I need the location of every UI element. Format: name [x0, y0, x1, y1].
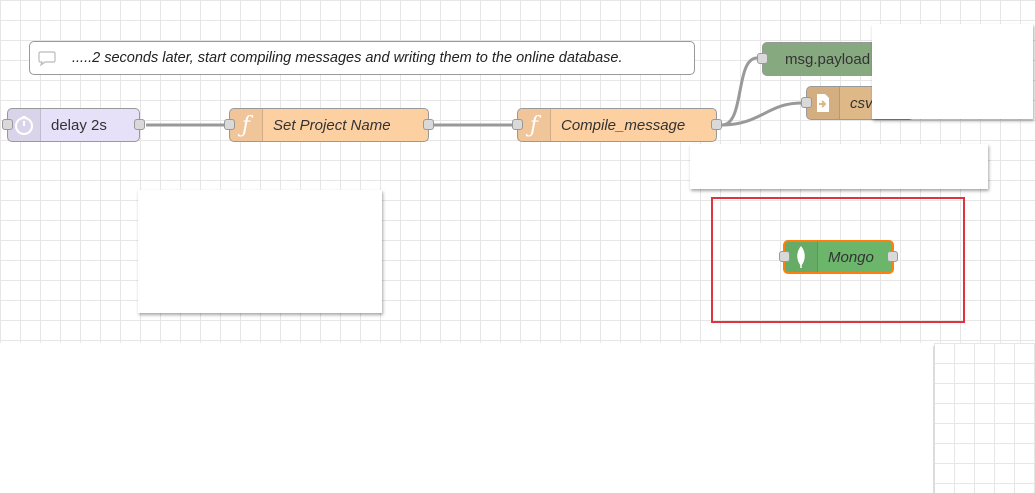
- input-port[interactable]: [757, 53, 768, 64]
- node-label: csv: [850, 94, 873, 112]
- node-label: msg.payload: [785, 50, 871, 68]
- comment-node[interactable]: .....2 seconds later, start compiling me…: [29, 41, 695, 75]
- input-port[interactable]: [512, 119, 523, 130]
- output-port[interactable]: [711, 119, 722, 130]
- compile-message-node[interactable]: ƒ Compile_message: [512, 108, 722, 142]
- function-icon: ƒ: [518, 109, 551, 141]
- wire-compile-to-csv: [721, 101, 802, 127]
- blank-area: [0, 343, 934, 493]
- mongo-node[interactable]: Mongo: [779, 240, 898, 274]
- node-label: Mongo: [828, 248, 874, 266]
- mongodb-leaf-icon: [785, 242, 818, 272]
- divider: [933, 346, 935, 493]
- node-label: Set Project Name: [273, 116, 391, 134]
- node-label: Compile_message: [561, 116, 686, 134]
- output-port[interactable]: [423, 119, 434, 130]
- timer-icon: [8, 109, 41, 141]
- input-port[interactable]: [779, 251, 790, 262]
- input-port[interactable]: [801, 97, 812, 108]
- input-port[interactable]: [2, 119, 13, 130]
- comment-icon: [30, 50, 64, 66]
- set-project-name-node[interactable]: ƒ Set Project Name: [224, 108, 434, 142]
- comment-text: .....2 seconds later, start compiling me…: [72, 50, 623, 66]
- file-icon: [807, 87, 840, 119]
- function-icon: ƒ: [230, 109, 263, 141]
- overlay-panel: [690, 144, 988, 189]
- node-label: delay 2s: [51, 116, 107, 134]
- output-port[interactable]: [134, 119, 145, 130]
- output-port[interactable]: [887, 251, 898, 262]
- wire-compile-to-debug: [721, 56, 758, 127]
- workspace-canvas-lower[interactable]: [934, 343, 1035, 493]
- delay-node[interactable]: delay 2s: [2, 108, 145, 142]
- highlight-box: [711, 197, 965, 323]
- overlay-panel: [138, 190, 382, 313]
- input-port[interactable]: [224, 119, 235, 130]
- overlay-panel: [872, 24, 1033, 119]
